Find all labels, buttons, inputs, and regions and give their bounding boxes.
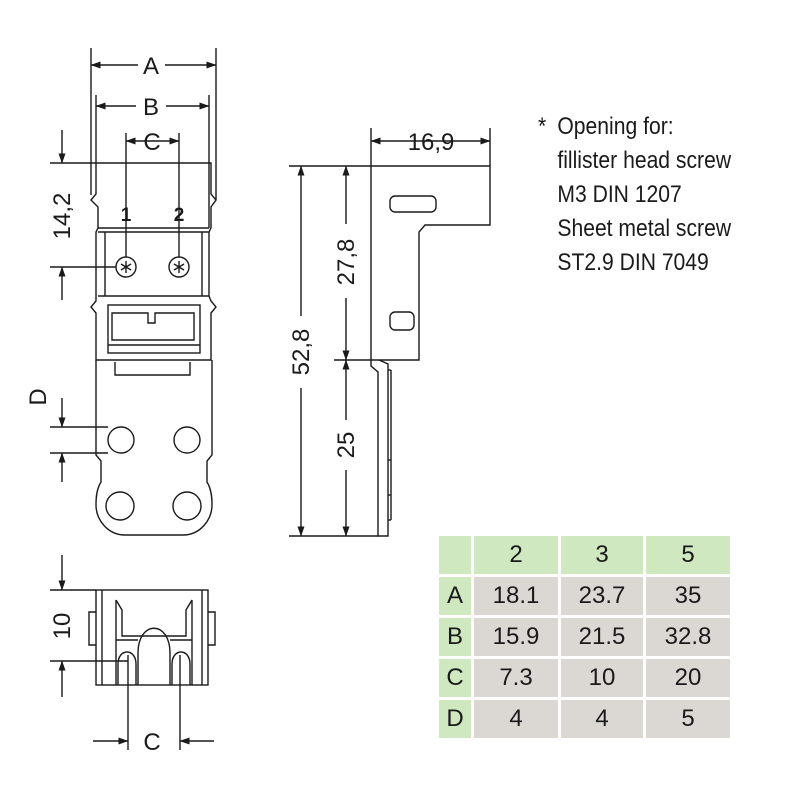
bottom-view: [88, 589, 216, 686]
note-line-3: M3 DIN 1207: [557, 181, 682, 208]
column-header: 3: [561, 536, 643, 574]
row-header: A: [439, 577, 471, 615]
table-row: B 15.9 21.5 32.8: [439, 618, 730, 656]
dimension-table: 2 3 5 A 18.1 23.7 35 B 15.9 21.5 32.8 C …: [436, 533, 733, 741]
dim-label-c-bottom: C: [143, 729, 160, 756]
side-view: [370, 165, 491, 537]
dim-label-d: D: [25, 388, 52, 405]
dim-label-b: B: [143, 94, 159, 121]
table-row: C 7.3 10 20: [439, 659, 730, 697]
note-line-4: Sheet metal screw: [557, 215, 732, 242]
table-row: A 18.1 23.7 35: [439, 577, 730, 615]
table-row: D 4 4 5: [439, 700, 730, 738]
table-cell: 21.5: [561, 618, 643, 656]
table-cell: 5: [646, 700, 730, 738]
dim-label-25: 25: [333, 432, 360, 459]
dim-label-a: A: [143, 53, 159, 80]
table-cell: 18.1: [474, 577, 558, 615]
pin-label-2: 2: [174, 205, 185, 226]
screw-opening-marks: [120, 261, 185, 273]
row-header: C: [439, 659, 471, 697]
note-asterisk: *: [538, 113, 547, 140]
table-header-row: 2 3 5: [439, 536, 730, 574]
note-line-1: Opening for:: [557, 113, 674, 140]
row-header: D: [439, 700, 471, 738]
pin-label-1: 1: [121, 205, 132, 226]
column-header: 2: [474, 536, 558, 574]
table-cell: 35: [646, 577, 730, 615]
dim-label-52-8: 52,8: [288, 329, 315, 376]
bottom-dimensions: [50, 555, 214, 750]
note-line-5: ST2.9 DIN 7049: [557, 249, 709, 276]
dim-label-14-2: 14,2: [49, 193, 76, 240]
table-cell: 4: [474, 700, 558, 738]
column-header: 5: [646, 536, 730, 574]
table-corner-cell: [439, 536, 471, 574]
table-cell: 23.7: [561, 577, 643, 615]
table-cell: 7.3: [474, 659, 558, 697]
dim-label-27-8: 27,8: [333, 239, 360, 286]
note-line-2: fillister head screw: [557, 147, 732, 174]
row-header: B: [439, 618, 471, 656]
side-dimensions: [289, 128, 491, 537]
table-cell: 15.9: [474, 618, 558, 656]
table-cell: 20: [646, 659, 730, 697]
screw-opening-note: * Opening for: fillister head screw M3 DI…: [538, 110, 731, 280]
table-cell: 10: [561, 659, 643, 697]
front-view: [90, 162, 217, 536]
front-dimensions: [50, 48, 217, 482]
table-cell: 32.8: [646, 618, 730, 656]
dim-label-c-top: C: [143, 129, 160, 156]
dim-label-10: 10: [49, 613, 76, 640]
table-cell: 4: [561, 700, 643, 738]
dim-label-16-9: 16,9: [408, 129, 455, 156]
